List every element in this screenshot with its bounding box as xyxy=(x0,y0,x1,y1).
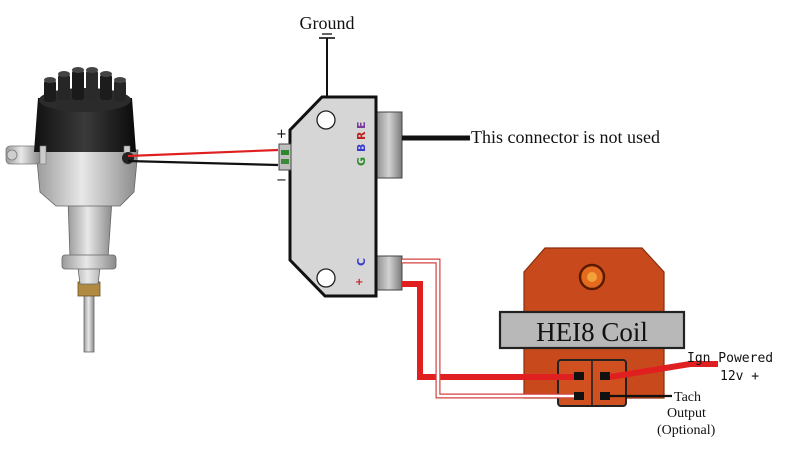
pickup-plus-label: + xyxy=(276,127,287,142)
tach-label: Tach xyxy=(674,390,701,405)
distributor xyxy=(5,67,139,353)
hei8-coil xyxy=(498,247,686,407)
pin-label-R: R xyxy=(355,131,368,140)
unused-connector-label: This connector is not used xyxy=(471,127,660,147)
tach-optional-label: (Optional) xyxy=(657,423,716,438)
ignition-module xyxy=(278,95,403,298)
tach-output-label: Output xyxy=(667,406,706,421)
pin-label-E: E xyxy=(355,121,368,129)
coil-name-label: HEI8 Coil xyxy=(536,317,648,347)
pin-label-B: B xyxy=(355,144,368,152)
ign-powered-label: Ign Powered xyxy=(687,351,773,366)
ground-label: Ground xyxy=(300,13,355,33)
pin-label-G: G xyxy=(355,157,368,166)
pickup-minus-label: − xyxy=(276,173,287,188)
pin-label-plus: + xyxy=(355,277,363,288)
pin-label-C: C xyxy=(355,258,368,266)
coil-wires xyxy=(402,258,718,399)
pickup-wires xyxy=(127,148,279,167)
ign-voltage-label: 12v + xyxy=(720,369,759,384)
